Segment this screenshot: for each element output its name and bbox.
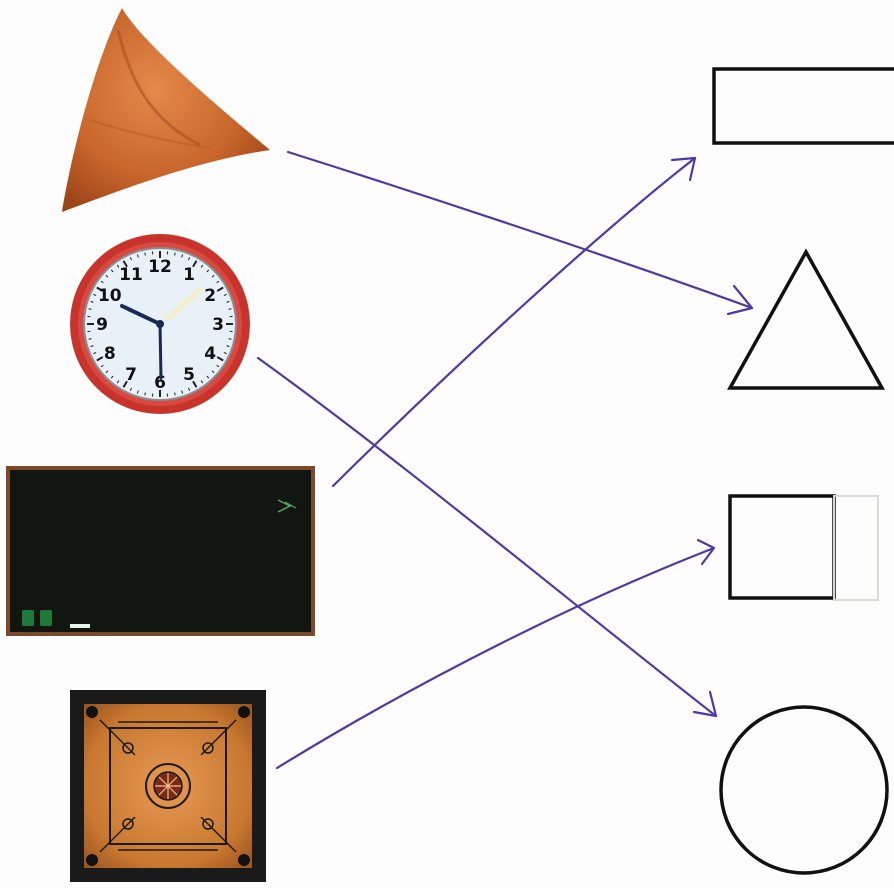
- clock-tick: [228, 338, 232, 340]
- clock-tick: [181, 390, 184, 394]
- clock-tick: [211, 274, 215, 278]
- clock-tick: [110, 269, 114, 273]
- clock-numeral-7: 7: [125, 365, 137, 385]
- arrow-samosa-to-triangle: [286, 150, 754, 316]
- clock-numeral-12: 12: [148, 257, 172, 277]
- clock-hour-hand: [120, 304, 162, 326]
- clock-tick: [144, 252, 146, 256]
- clock-tick: [136, 390, 139, 394]
- clock-tick: [122, 260, 128, 268]
- clock-numeral-2: 2: [204, 286, 216, 306]
- clock-tick: [200, 264, 204, 268]
- clock-tick: [116, 380, 120, 384]
- clock-numerals: 12 1 2 3 4 5 6 7 8 9 10 11: [96, 257, 224, 393]
- clock-tick: [216, 286, 224, 292]
- clock-tick: [105, 274, 109, 278]
- carrom-board-picture: [70, 690, 266, 882]
- clock-tick-marks: [87, 251, 233, 397]
- clock-tick: [223, 293, 227, 296]
- clock-glare: [165, 287, 203, 321]
- clock-numeral-4: 4: [204, 344, 216, 364]
- clock-tick: [228, 308, 232, 310]
- rectangle-shape[interactable]: [712, 67, 894, 145]
- clock-tick: [223, 352, 227, 355]
- clock-numeral-11: 11: [119, 265, 143, 285]
- arrow-clock-to-circle: [256, 356, 718, 718]
- chalk-piece: [70, 624, 90, 628]
- clock-tick: [105, 370, 109, 374]
- clock-tick: [88, 308, 92, 310]
- clock-tick: [200, 380, 204, 384]
- clock-numeral-6: 6: [154, 373, 166, 393]
- clock-numeral-5: 5: [183, 365, 195, 385]
- clock-tick: [96, 356, 104, 362]
- clock-tick: [129, 257, 132, 261]
- clock-tick: [100, 364, 104, 368]
- circle-shape[interactable]: [719, 705, 889, 875]
- clock-tick: [93, 352, 97, 355]
- clock-tick: [116, 264, 120, 268]
- clock-tick: [216, 356, 224, 362]
- clock-tick: [192, 380, 198, 388]
- clock-tick: [206, 269, 210, 273]
- clock-numeral-3: 3: [212, 315, 224, 335]
- clock-tick: [174, 392, 176, 396]
- clock-tick: [96, 286, 104, 292]
- clock-tick: [100, 280, 104, 284]
- clock-tick: [136, 254, 139, 258]
- clock-tick: [122, 380, 128, 388]
- blackboard-picture: [6, 466, 315, 636]
- clock-tick: [188, 257, 191, 261]
- square-shape-shadow: [833, 495, 879, 601]
- clock-tick: [90, 345, 94, 348]
- clock-tick: [181, 254, 184, 258]
- arrow-carrom-to-square: [275, 538, 716, 770]
- clock-tick: [226, 345, 230, 348]
- arrow-blackboard-to-rectangle: [331, 156, 697, 488]
- clock-tick: [90, 300, 94, 303]
- clock-tick: [211, 370, 215, 374]
- clock-tick: [216, 364, 220, 368]
- clock-tick: [226, 300, 230, 303]
- clock-tick: [129, 387, 132, 391]
- clock-tick: [93, 293, 97, 296]
- clock-numeral-8: 8: [104, 344, 116, 364]
- clock-tick: [144, 392, 146, 396]
- clock-tick: [216, 280, 220, 284]
- clock-minute-hand: [158, 322, 163, 380]
- wall-clock-picture: 12 1 2 3 4 5 6 7 8 9 10 11: [70, 234, 250, 414]
- clock-numeral-10: 10: [98, 286, 122, 306]
- carrom-center-star: [155, 773, 181, 799]
- samosa-picture: [62, 8, 270, 212]
- clock-numeral-9: 9: [96, 315, 108, 335]
- clock-tick: [188, 387, 191, 391]
- clock-tick: [192, 260, 198, 268]
- clock-tick: [110, 375, 114, 379]
- clock-tick: [88, 338, 92, 340]
- triangle-shape[interactable]: [727, 248, 885, 390]
- square-shape[interactable]: [728, 494, 836, 600]
- clock-tick: [206, 375, 210, 379]
- chalk-eraser: [22, 610, 34, 626]
- clock-tick: [174, 252, 176, 256]
- clock-numeral-1: 1: [183, 265, 195, 285]
